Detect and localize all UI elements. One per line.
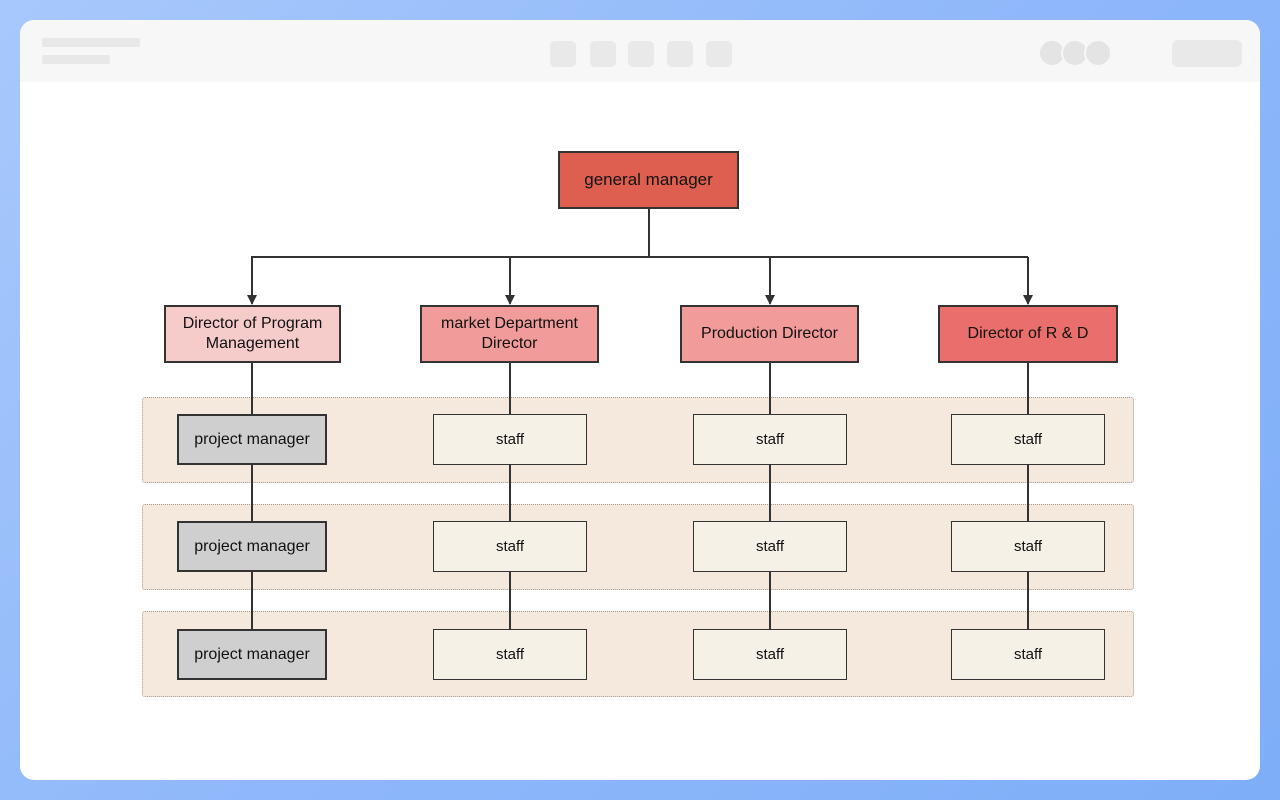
- avatar[interactable]: [1084, 39, 1112, 67]
- node-label: staff: [755, 430, 785, 448]
- node-staff[interactable]: staff: [433, 629, 587, 680]
- node-staff[interactable]: staff: [693, 629, 847, 680]
- node-label: market Department Director: [441, 315, 578, 352]
- node-staff[interactable]: staff: [433, 414, 587, 465]
- node-label: staff: [755, 537, 785, 555]
- document-subtitle-placeholder: [42, 55, 110, 64]
- toolbar-button-3[interactable]: [628, 41, 654, 67]
- node-project-manager[interactable]: project manager: [177, 629, 327, 680]
- node-label: general manager: [584, 170, 713, 189]
- node-director-rd[interactable]: Director of R & D: [938, 305, 1118, 363]
- node-staff[interactable]: staff: [693, 521, 847, 572]
- node-label: staff: [1013, 537, 1043, 555]
- node-label: project manager: [194, 537, 310, 555]
- node-staff[interactable]: staff: [951, 521, 1105, 572]
- node-project-manager[interactable]: project manager: [177, 521, 327, 572]
- node-label: project manager: [194, 645, 310, 663]
- share-button[interactable]: [1172, 40, 1242, 67]
- toolbar: [20, 20, 1260, 82]
- node-general-manager[interactable]: general manager: [558, 151, 739, 209]
- toolbar-button-1[interactable]: [550, 41, 576, 67]
- node-label: staff: [495, 537, 525, 555]
- document-title-placeholder: [42, 38, 140, 47]
- node-staff[interactable]: staff: [951, 414, 1105, 465]
- node-label: staff: [1013, 430, 1043, 448]
- node-label: staff: [1013, 645, 1043, 663]
- node-label: project manager: [194, 430, 310, 448]
- node-label: Director of R & D: [967, 325, 1089, 342]
- node-staff[interactable]: staff: [951, 629, 1105, 680]
- node-production-director[interactable]: Production Director: [680, 305, 859, 363]
- node-project-manager[interactable]: project manager: [177, 414, 327, 465]
- node-label: staff: [495, 430, 525, 448]
- node-staff[interactable]: staff: [433, 521, 587, 572]
- node-staff[interactable]: staff: [693, 414, 847, 465]
- toolbar-button-4[interactable]: [667, 41, 693, 67]
- node-label: staff: [495, 645, 525, 663]
- toolbar-button-5[interactable]: [706, 41, 732, 67]
- toolbar-button-2[interactable]: [590, 41, 616, 67]
- node-label: staff: [755, 645, 785, 663]
- node-label: Production Director: [701, 325, 838, 342]
- node-market-department-director[interactable]: market Department Director: [420, 305, 599, 363]
- node-label: Director of Program Management: [182, 315, 323, 352]
- node-director-program-management[interactable]: Director of Program Management: [164, 305, 341, 363]
